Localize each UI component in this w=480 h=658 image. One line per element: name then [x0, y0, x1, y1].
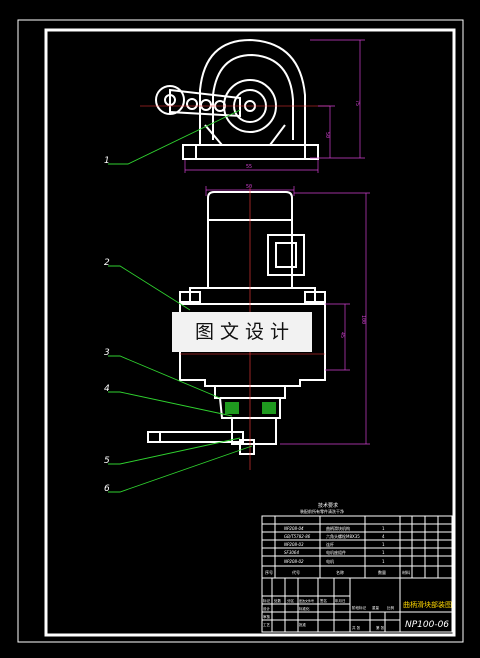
leader-label-6: 6	[104, 484, 110, 494]
dim-front-height-mid: 45	[339, 332, 345, 338]
parts-row-name: 六角头螺栓M8X35	[326, 533, 360, 539]
tb-label-review: 审核	[263, 614, 271, 619]
parts-row-qty: 1	[382, 550, 385, 555]
tb-label-stage: 阶段标记	[352, 605, 366, 610]
tb-label-mark: 标记	[263, 598, 271, 603]
parts-row-name: 曲柄滑块机构	[326, 525, 350, 531]
tb-label-standard: 标准化	[299, 606, 310, 611]
title-block-labels: 标记 处数 分区 更改文件号 签名 年月日 设计 审核 工艺 标准化 批准 阶段…	[263, 598, 395, 630]
leader-label-3: 3	[104, 348, 110, 358]
parts-row-name: 电机	[326, 558, 334, 564]
top-dimensions	[184, 39, 365, 173]
leader-label-2: 2	[104, 258, 110, 268]
parts-header-qty: 数量	[378, 569, 386, 575]
parts-row-qty: 1	[382, 559, 385, 564]
tb-label-approve: 批准	[299, 622, 307, 627]
parts-header-material: 材料	[402, 569, 410, 575]
parts-row-code: NP208-03	[284, 542, 304, 547]
tb-label-sign: 签名	[320, 598, 327, 603]
parts-row-code: NP208-04	[284, 526, 304, 531]
parts-row-name: 连杆	[326, 541, 334, 547]
tech-notes-line: 装配前所有零件清洗干净	[300, 508, 344, 514]
dim-side-height-1: 75	[354, 100, 360, 106]
parts-row-qty: 1	[382, 526, 385, 531]
tb-label-change: 更改文件号	[299, 598, 314, 603]
dim-side-height-2: 50	[324, 132, 330, 138]
inner-frame	[44, 28, 456, 637]
leader-label-5: 5	[104, 456, 110, 466]
gear-hatch	[225, 402, 276, 414]
tb-label-total-sheets: 共 张	[352, 625, 361, 630]
parts-row-qty: 1	[382, 542, 385, 547]
tb-label-weight: 重量	[372, 605, 380, 610]
tech-notes-title: 技术要求	[318, 502, 338, 509]
watermark-band	[172, 312, 312, 352]
parts-row-code: NP208-02	[284, 559, 304, 564]
tb-label-scale: 比例	[387, 605, 395, 610]
tb-label-sheet-no: 第 张	[376, 625, 385, 630]
tb-label-date: 年月日	[335, 598, 346, 603]
drawing-code: NP100-06	[405, 620, 449, 630]
tb-label-count: 处数	[274, 598, 282, 603]
front-dimensions	[205, 186, 370, 445]
parts-header-code: 代号	[292, 569, 300, 575]
dim-front-height-total: 100	[360, 315, 366, 324]
title-block-grid	[261, 577, 453, 633]
tb-label-process: 工艺	[263, 622, 271, 627]
leader-label-4: 4	[104, 384, 110, 394]
parts-table-rows: NP208-04 曲柄滑块机构 1 GB/T5782-86 六角头螺栓M8X35…	[265, 525, 410, 575]
dim-front-width: 50	[246, 184, 252, 190]
top-view-assembly	[155, 38, 319, 160]
tb-label-design: 设计	[263, 606, 271, 611]
parts-row-code: GB/T5782-86	[284, 534, 311, 539]
parts-row-name: 电机座组件	[326, 549, 346, 555]
drawing-name: 曲柄滑块部装图	[403, 600, 452, 609]
leader-label-1: 1	[104, 156, 110, 166]
parts-header-name: 名称	[336, 569, 344, 575]
watermark-text: 图 文 设 计	[195, 321, 289, 343]
parts-row-code: SF3064	[284, 550, 299, 555]
outer-frame	[17, 19, 464, 643]
parts-row-qty: 4	[382, 534, 385, 539]
leader-lines	[108, 109, 253, 493]
parts-header-index: 序号	[265, 569, 273, 575]
dim-top-width: 55	[246, 164, 252, 170]
tb-label-zone: 分区	[287, 598, 295, 603]
